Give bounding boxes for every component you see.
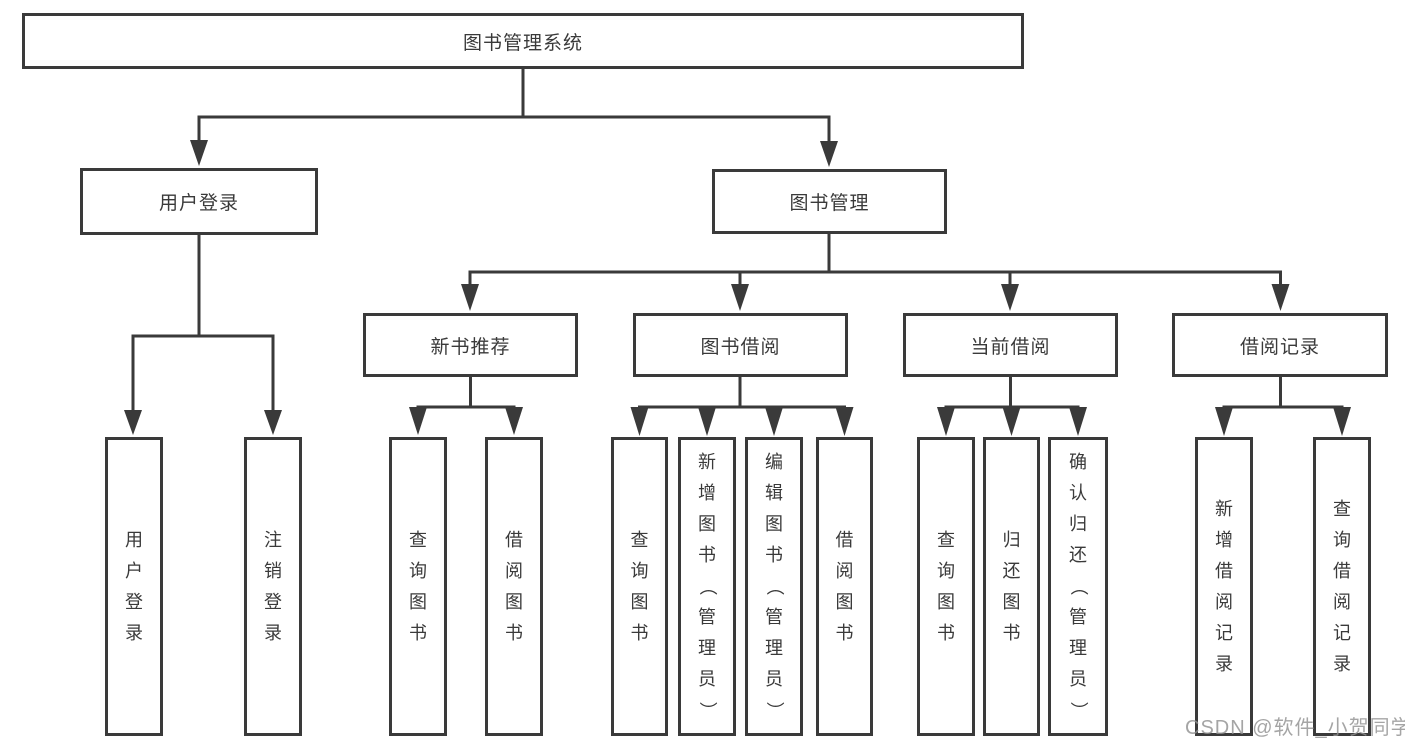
leaf-confirm-return-admin: 确认归还（管理员）	[1048, 437, 1108, 736]
connector-recommend-to-leaves	[416, 377, 516, 409]
arrowhead	[1001, 284, 1019, 311]
leaf-add-borrow-record: 新增借阅记录	[1195, 437, 1253, 736]
arrowhead	[409, 407, 427, 435]
connector-login-to-leaves	[131, 235, 275, 412]
leaf-query-books-recommend-label: 查询图书	[409, 529, 427, 643]
leaf-borrow-books: 借阅图书	[816, 437, 873, 736]
arrowhead	[937, 407, 955, 436]
arrowhead	[1333, 407, 1351, 436]
connector-root-to-level2	[197, 69, 831, 143]
leaf-borrow-books-recommend: 借阅图书	[485, 437, 543, 736]
leaf-query-books-borrowing: 查询图书	[611, 437, 668, 736]
leaf-query-borrow-record-label: 查询借阅记录	[1333, 498, 1351, 674]
leaf-add-book-admin: 新增图书（管理员）	[678, 437, 736, 736]
arrowhead	[765, 407, 783, 436]
node-new-book-recommend: 新书推荐	[363, 313, 578, 377]
node-current-borrowing: 当前借阅	[903, 313, 1118, 377]
arrowhead	[505, 407, 523, 435]
leaf-query-books-borrowing-label: 查询图书	[630, 529, 649, 643]
arrowhead	[190, 140, 208, 166]
arrowhead	[124, 410, 142, 435]
arrowhead	[630, 407, 649, 436]
arrowhead	[731, 284, 749, 311]
leaf-add-borrow-record-label: 新增借阅记录	[1215, 498, 1233, 674]
leaf-edit-book-admin-label: 编辑图书（管理员）	[764, 452, 785, 720]
arrowhead	[264, 410, 282, 435]
leaf-query-borrow-record: 查询借阅记录	[1313, 437, 1371, 736]
node-book-borrowing: 图书借阅	[633, 313, 848, 377]
leaf-query-books-current-label: 查询图书	[937, 529, 955, 643]
node-book-management: 图书管理	[712, 169, 947, 234]
leaf-return-book-label: 归还图书	[1002, 529, 1021, 643]
arrowhead	[1271, 284, 1290, 311]
leaf-user-login-label: 用户登录	[125, 529, 143, 643]
leaf-return-book: 归还图书	[983, 437, 1040, 736]
arrowheads	[124, 140, 1351, 436]
node-user-login: 用户登录	[80, 168, 318, 235]
leaf-borrow-books-recommend-label: 借阅图书	[505, 529, 523, 643]
node-borrowing-records: 借阅记录	[1172, 313, 1388, 377]
arrowhead	[698, 407, 716, 436]
arrowhead	[1215, 407, 1233, 436]
connector-borrowing-to-leaves	[638, 377, 846, 409]
leaf-logout-label: 注销登录	[264, 529, 282, 643]
leaf-query-books-recommend: 查询图书	[389, 437, 447, 736]
connector-mgmt-to-level3	[468, 234, 1282, 286]
leaf-confirm-return-admin-label: 确认归还（管理员）	[1068, 452, 1089, 720]
arrowhead	[1069, 407, 1087, 436]
leaf-add-book-admin-label: 新增图书（管理员）	[697, 452, 718, 720]
connector-current-to-leaves	[944, 377, 1080, 409]
arrowhead	[820, 141, 838, 167]
leaf-borrow-books-label: 借阅图书	[835, 529, 854, 643]
arrowhead	[1002, 407, 1021, 436]
leaf-user-login: 用户登录	[105, 437, 163, 736]
leaf-query-books-current: 查询图书	[917, 437, 975, 736]
leaf-logout: 注销登录	[244, 437, 302, 736]
arrowhead	[461, 284, 479, 311]
arrowhead	[835, 407, 854, 436]
connector-records-to-leaves	[1222, 377, 1344, 409]
leaf-edit-book-admin: 编辑图书（管理员）	[745, 437, 803, 736]
node-library-system: 图书管理系统	[22, 13, 1024, 69]
csdn-watermark: CSDN @软件_小贺同学	[1185, 717, 1405, 739]
